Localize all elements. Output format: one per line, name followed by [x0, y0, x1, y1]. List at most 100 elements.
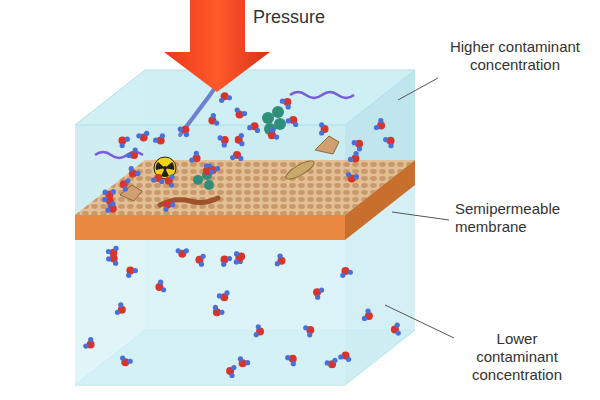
atom	[235, 107, 240, 112]
atom	[215, 166, 220, 171]
atom	[144, 131, 149, 136]
atom	[286, 118, 291, 123]
water-molecule	[163, 201, 175, 212]
atom	[353, 151, 358, 156]
atom	[113, 261, 118, 266]
atom	[123, 186, 128, 191]
water-molecule	[247, 122, 260, 133]
atom	[176, 248, 181, 253]
atom	[230, 155, 235, 160]
water-molecule	[352, 140, 363, 152]
atom	[383, 137, 388, 142]
atom	[255, 128, 260, 133]
atom	[159, 179, 164, 184]
atom	[103, 190, 108, 195]
water-molecule	[234, 251, 245, 264]
atom	[325, 360, 330, 365]
atom	[83, 343, 88, 348]
membrane-side	[345, 160, 415, 240]
atom	[194, 151, 199, 156]
atom	[128, 359, 133, 364]
atom	[234, 251, 239, 256]
atom	[238, 156, 243, 161]
atom	[303, 325, 308, 330]
bacterium	[284, 158, 317, 183]
atom	[102, 197, 107, 202]
atom	[227, 256, 232, 261]
water-molecule	[374, 118, 385, 130]
atom	[332, 358, 337, 363]
water-molecule	[319, 122, 329, 135]
atom	[214, 120, 219, 125]
atom	[315, 295, 320, 300]
atom	[285, 355, 290, 360]
atom	[231, 365, 236, 370]
atom	[357, 146, 362, 151]
water-surface	[75, 70, 415, 125]
water-molecule	[285, 355, 296, 367]
water-molecule	[391, 322, 401, 335]
atom	[217, 293, 222, 298]
particle	[120, 185, 142, 201]
atom	[388, 143, 393, 148]
atom	[293, 122, 298, 127]
water-molecule	[230, 151, 243, 161]
atom	[135, 171, 140, 176]
atom	[199, 262, 204, 267]
atom	[115, 310, 120, 315]
callout-label: Lower contaminant concentration	[458, 330, 576, 384]
water-molecule	[118, 137, 129, 149]
water-molecule	[254, 324, 264, 337]
water-molecule	[165, 174, 175, 187]
atom	[133, 268, 138, 273]
water-molecule	[362, 308, 373, 321]
atom	[254, 332, 259, 337]
atom	[169, 174, 174, 179]
water-molecule	[126, 267, 138, 278]
atom	[126, 153, 131, 158]
bacterium	[180, 83, 218, 135]
atom	[113, 246, 118, 251]
atom	[277, 253, 282, 258]
water-molecule	[280, 98, 292, 110]
atom	[238, 356, 243, 361]
water-molecule	[383, 137, 394, 149]
water-molecule	[136, 131, 149, 142]
atom	[348, 270, 353, 275]
leader-line	[398, 78, 438, 100]
leader-line	[392, 212, 449, 220]
atom	[118, 302, 123, 307]
water-molecule	[176, 248, 189, 258]
atom	[338, 354, 343, 359]
atom	[153, 138, 158, 143]
water-molecule	[203, 163, 214, 175]
water-molecule	[217, 290, 230, 301]
contaminant-cluster	[193, 170, 214, 190]
atom	[348, 157, 353, 162]
atom	[219, 310, 224, 315]
atom	[126, 273, 131, 278]
water-molecule	[213, 305, 225, 316]
atom	[319, 130, 324, 135]
atom	[362, 316, 367, 321]
water-molecule	[129, 166, 141, 177]
atom	[396, 330, 401, 335]
atom	[340, 273, 345, 278]
atom	[219, 98, 224, 103]
water-molecule	[83, 337, 94, 349]
atom	[105, 208, 110, 213]
water-molecule	[303, 325, 314, 337]
atom	[163, 207, 168, 212]
lower-water	[75, 240, 345, 385]
water-molecule	[189, 151, 200, 163]
atom	[120, 143, 125, 148]
atom	[270, 128, 275, 133]
atom	[378, 118, 383, 123]
water-molecule	[275, 253, 286, 266]
water-molecule	[346, 172, 359, 182]
membrane-edge	[75, 215, 345, 240]
atom	[125, 137, 130, 142]
atom	[120, 356, 125, 361]
atom	[133, 148, 138, 153]
atom	[319, 287, 324, 292]
